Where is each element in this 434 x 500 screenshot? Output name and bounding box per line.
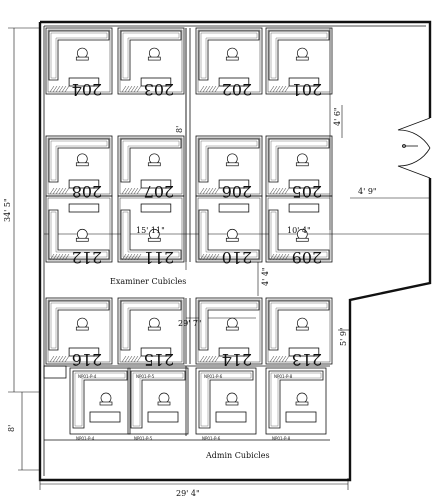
cubicle-number: 209 <box>292 248 323 267</box>
chair-icon <box>296 47 308 59</box>
cubicle: 208 <box>45 135 113 201</box>
cubicle-number: 203 <box>144 80 175 99</box>
chair-icon <box>100 392 112 404</box>
dim-center-lower: 29' 7" <box>178 319 202 328</box>
chair-back <box>147 326 161 331</box>
cubicle-number: 214 <box>222 350 253 369</box>
chair-back <box>147 237 161 242</box>
chair-back <box>225 401 239 406</box>
admin-label: Admin Cubicles <box>205 451 270 460</box>
chair-back <box>295 56 309 61</box>
chair-back <box>225 326 239 331</box>
cubicle: 213 <box>265 297 333 369</box>
part-tag: NP01-P-6 <box>202 436 221 441</box>
chair-back <box>99 401 113 406</box>
chair-back <box>295 401 309 406</box>
chair-icon <box>148 47 160 59</box>
cubicle: 207 <box>117 135 185 201</box>
chair-icon <box>226 153 238 165</box>
dim-center-right: 10' 4" <box>287 226 311 235</box>
dim-right-gap: 4' 9" <box>358 187 377 196</box>
chair-icon <box>76 317 88 329</box>
chair-back <box>295 162 309 167</box>
cubicle: 214 <box>195 297 263 369</box>
chair-icon <box>226 47 238 59</box>
cubicle: 202 <box>195 27 263 99</box>
cubicle-number: 212 <box>72 248 103 267</box>
cubicle-number: 202 <box>222 80 253 99</box>
cubicle-number: 213 <box>292 350 323 369</box>
part-tag: NP01-P-8 <box>274 374 293 379</box>
chair-icon <box>296 317 308 329</box>
chair-icon <box>226 317 238 329</box>
dim-admin-depth: 8' <box>7 425 16 432</box>
chair-back <box>75 326 89 331</box>
part-tag: NP01-P-5 <box>134 436 153 441</box>
chair-icon <box>226 228 238 240</box>
dim-width-total: 29' 4" <box>176 489 200 498</box>
cubicle-number: 216 <box>72 350 103 369</box>
chair-back <box>157 401 171 406</box>
cubicle-number: 211 <box>144 248 175 267</box>
chair-back <box>75 237 89 242</box>
cubicle-number: 204 <box>72 80 103 99</box>
cubicle: 206 <box>195 135 263 201</box>
part-tag: NP01-P-5 <box>136 374 155 379</box>
cubicle-number: 201 <box>292 80 323 99</box>
cubicle-number: 210 <box>222 248 253 267</box>
dim-height-total: 34' 5" <box>3 198 12 222</box>
cubicle: 205 <box>265 135 333 201</box>
chair-icon <box>158 392 170 404</box>
cubicle: 215 <box>117 297 185 369</box>
chair-back <box>225 56 239 61</box>
cubicle: 211 <box>117 195 185 267</box>
chair-icon <box>296 392 308 404</box>
chair-back <box>295 326 309 331</box>
chair-back <box>75 56 89 61</box>
cabinet <box>43 365 67 379</box>
chair-icon <box>296 153 308 165</box>
cubicle: 203 <box>117 27 185 99</box>
chair-back <box>225 237 239 242</box>
chair-back <box>147 56 161 61</box>
part-tag: NP01-P-4 <box>78 374 97 379</box>
chair-back <box>75 162 89 167</box>
cubicle: 201 <box>265 27 333 99</box>
dim-center-horizontal: 15' 11" <box>136 226 165 235</box>
chair-icon <box>226 392 238 404</box>
cubicle: 204 <box>45 27 113 99</box>
cubicle: 209 <box>265 195 333 267</box>
door-opening <box>397 117 434 179</box>
chair-icon <box>76 47 88 59</box>
chair-back <box>147 162 161 167</box>
chair-icon <box>148 153 160 165</box>
cubicle: 212 <box>45 195 113 267</box>
cubicle: 216 <box>45 297 113 369</box>
chair-back <box>225 162 239 167</box>
dim-aisle-right: 4' 6" <box>333 107 342 126</box>
cubicle-number: 215 <box>144 350 175 369</box>
text-labels: Examiner Cubicles Admin Cubicles 34' 5" … <box>3 107 377 498</box>
chair-back <box>295 237 309 242</box>
dim-right-lower: 5' 9" <box>339 327 348 346</box>
part-tag: NP01-P-6 <box>204 374 223 379</box>
chair-icon <box>76 228 88 240</box>
admin-area: NP01-P-4NP01-P-4NP01-P-5NP01-P-5NP01-P-6… <box>43 365 330 441</box>
part-tag: NP01-P-8 <box>272 436 291 441</box>
examiner-label: Examiner Cubicles <box>110 277 186 286</box>
part-tag: NP01-P-4 <box>76 436 95 441</box>
chair-icon <box>148 317 160 329</box>
dim-aisle-upper: 8' <box>175 126 184 133</box>
chair-icon <box>76 153 88 165</box>
cubicle: 210 <box>195 195 263 267</box>
dim-vertical-mid: 4' 4" <box>261 267 270 286</box>
